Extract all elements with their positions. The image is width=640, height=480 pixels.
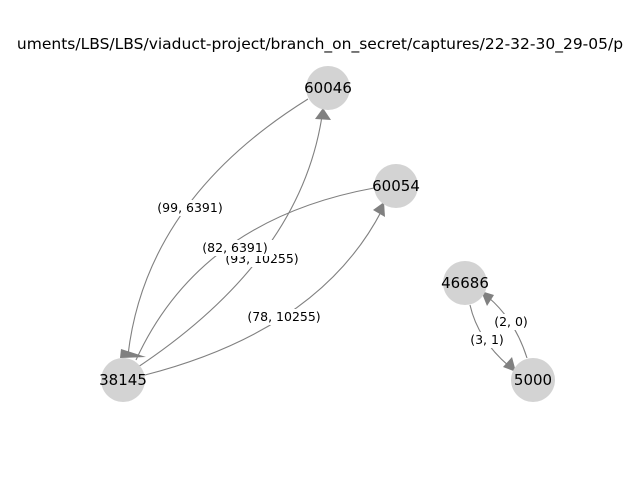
node-5000[interactable]: 5000: [511, 358, 555, 402]
node-label: 5000: [514, 371, 552, 389]
node-circle: [374, 164, 418, 208]
node-label: 46686: [441, 274, 489, 292]
edge-label-bg: [465, 332, 509, 348]
nodes-layer: 60046 60054 46686 38145 5000: [99, 66, 555, 402]
edge-label-bg: [150, 200, 230, 216]
node-60046[interactable]: 60046: [304, 66, 352, 110]
node-label: 60046: [304, 79, 352, 97]
node-38145[interactable]: 38145: [99, 358, 147, 402]
edge-arrowhead: [373, 202, 385, 217]
edge-label-bg: [489, 314, 533, 330]
edge-label-text: (99, 6391): [157, 200, 222, 215]
edge-label-bg: [240, 309, 328, 325]
node-label: 38145: [99, 371, 147, 389]
edge-label-82-6391: (82, 6391): [196, 240, 274, 256]
node-circle: [306, 66, 350, 110]
edge-38145-60046: [134, 108, 331, 370]
edge-38145-60054: [144, 202, 385, 376]
node-60054[interactable]: 60054: [372, 164, 420, 208]
edge-label-2-0: (2, 0): [489, 314, 533, 330]
edge-arrowhead: [481, 291, 494, 306]
edge-label-text: (3, 1): [470, 332, 504, 347]
edge-label-text: (78, 10255): [247, 309, 320, 324]
edge-labels-layer: (93, 10255) (82, 6391) (99, 6391) (78, 1…: [150, 200, 533, 348]
edge-arrowhead: [503, 357, 516, 372]
node-circle: [443, 261, 487, 305]
edge-label-78-10255: (78, 10255): [240, 309, 328, 325]
edge-label-3-1: (3, 1): [465, 332, 509, 348]
edge-arrowhead: [120, 349, 146, 358]
edge-label-text: (2, 0): [494, 314, 528, 329]
edge-label-bg: [196, 240, 274, 256]
figure-title: uments/LBS/LBS/viaduct-project/branch_on…: [17, 35, 623, 54]
node-circle: [511, 358, 555, 402]
edge-arrowhead: [315, 108, 331, 120]
edge-label-99-6391: (99, 6391): [150, 200, 230, 216]
edge-line: [144, 209, 383, 376]
node-circle: [101, 358, 145, 402]
node-46686[interactable]: 46686: [441, 261, 489, 305]
edge-label-text: (82, 6391): [202, 240, 267, 255]
node-label: 60054: [372, 177, 420, 195]
